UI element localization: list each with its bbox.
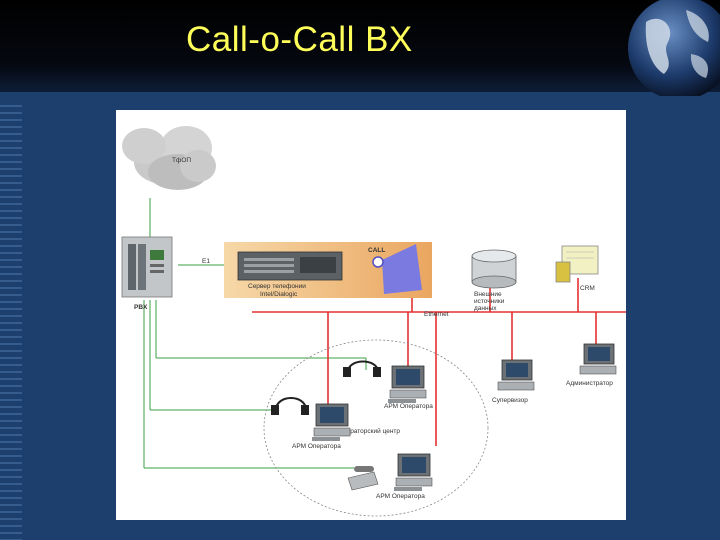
operator-workstation [388, 365, 427, 403]
crm-label: CRM [580, 285, 595, 292]
crm-icon [555, 245, 599, 283]
headset-icon [343, 360, 381, 377]
external-label-2: источники [474, 298, 505, 305]
ethernet-bus [252, 278, 626, 446]
operator-center-boundary [263, 339, 489, 517]
title-bar [0, 0, 720, 92]
admin-label: Администратор [566, 380, 613, 387]
operator-label: АРМ Оператора [384, 403, 433, 410]
operator-label: АРМ Оператора [376, 493, 425, 500]
voice-links [143, 198, 367, 469]
ethernet-label: Ethernet [424, 311, 449, 318]
operator-label: АРМ Оператора [292, 443, 341, 450]
phone-icon [347, 466, 379, 491]
decorative-stripes [0, 100, 22, 540]
external-label-1: Внешние [474, 291, 502, 298]
pstn-label: ТфОП [172, 157, 191, 164]
globe-icon [628, 0, 720, 96]
operator-workstation [394, 453, 433, 491]
diagram-panel: ТфОП PBX E1 [116, 110, 626, 520]
pstn-cloud: ТфОП [122, 126, 216, 190]
server-label-2: Intel/Dialogic [260, 291, 298, 298]
admin-workstation [579, 343, 617, 375]
pbx-unit: PBX [121, 236, 173, 311]
operator-center-label: Операторский центр [338, 427, 400, 435]
pbx-label: PBX [134, 304, 148, 311]
slide-title: Call-o-Call BX [186, 20, 413, 59]
headset-icon [271, 397, 309, 415]
database-icon [471, 249, 517, 289]
e1-label: E1 [202, 258, 210, 265]
server-label-1: Сервер телефонии [248, 283, 306, 290]
telephony-server: CALL Сервер телефонии Intel/Dialogic [224, 242, 432, 298]
operator-workstation [312, 403, 351, 441]
network-diagram: ТфОП PBX E1 [121, 126, 626, 517]
external-label-3: данных [474, 305, 497, 312]
supervisor-label: Супервизор [492, 397, 528, 404]
call-logo-text: CALL [368, 247, 385, 254]
supervisor-workstation [497, 359, 535, 391]
